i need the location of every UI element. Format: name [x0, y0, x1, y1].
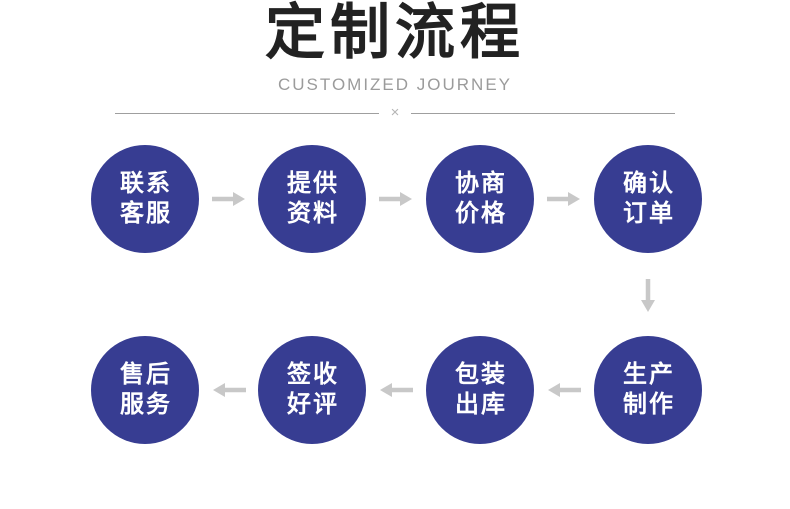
- step-label-line: 售后: [120, 361, 172, 388]
- step-contact-service: 联系 客服: [91, 145, 199, 253]
- step-confirm-order: 确认 订单: [594, 145, 702, 253]
- divider-line-left: [115, 112, 379, 114]
- step-label-line: 提供: [287, 170, 339, 197]
- step-label-line: 制作: [623, 391, 675, 418]
- arrow-right-icon: [212, 192, 245, 206]
- step-negotiate-price: 协商 价格: [426, 145, 534, 253]
- divider-x-icon: ×: [390, 104, 400, 121]
- step-label-line: 服务: [120, 391, 172, 418]
- page-subtitle: CUSTOMIZED JOURNEY: [277, 75, 513, 94]
- step-label-line: 包装: [455, 361, 507, 388]
- arrow-left-icon: [213, 383, 246, 397]
- step-sign-and-review: 签收 好评: [258, 336, 366, 444]
- step-label-line: 签收: [287, 361, 339, 388]
- page-title: 定制流程: [265, 0, 525, 66]
- step-label-line: 价格: [455, 200, 507, 227]
- step-production: 生产 制作: [594, 336, 702, 444]
- section-divider: ×: [115, 104, 676, 121]
- step-label-line: 确认: [623, 170, 675, 197]
- step-label-line: 联系: [120, 170, 172, 197]
- arrow-left-icon: [548, 383, 581, 397]
- arrow-right-icon: [379, 192, 412, 206]
- arrow-left-icon: [380, 383, 413, 397]
- arrow-down-icon: [641, 279, 655, 312]
- step-label-line: 订单: [623, 200, 675, 227]
- step-label-line: 出库: [455, 391, 507, 418]
- step-pack-and-ship: 包装 出库: [426, 336, 534, 444]
- arrow-right-icon: [547, 192, 580, 206]
- step-after-sales-service: 售后 服务: [91, 336, 199, 444]
- step-label-line: 生产: [623, 361, 675, 388]
- step-label-line: 资料: [287, 200, 339, 227]
- step-label-line: 客服: [120, 200, 172, 227]
- step-label-line: 协商: [455, 170, 507, 197]
- step-label-line: 好评: [287, 391, 339, 418]
- step-provide-materials: 提供 资料: [258, 145, 366, 253]
- divider-line-right: [411, 112, 676, 114]
